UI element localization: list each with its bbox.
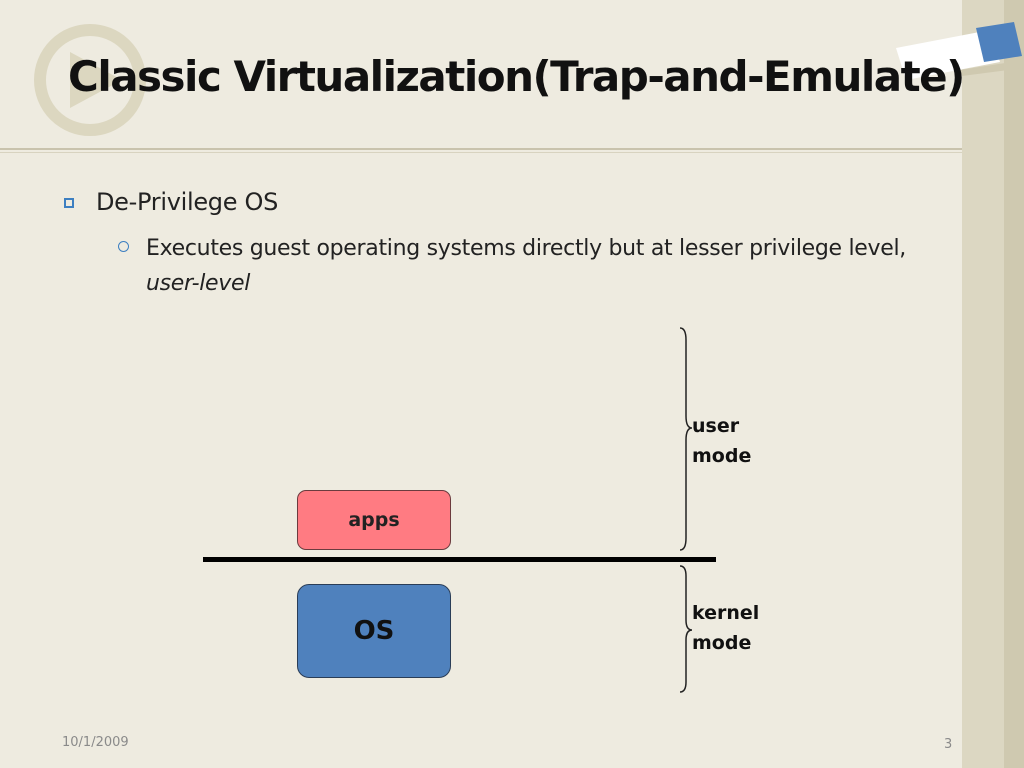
mode-braces <box>679 327 693 693</box>
privilege-boundary-line <box>203 557 716 562</box>
sub-bullet-text-prefix: Executes guest operating systems directl… <box>146 236 906 261</box>
sub-bullet-item: Executes guest operating systems directl… <box>118 231 918 301</box>
sub-bullet-text-emphasis: user-level <box>146 271 251 296</box>
kernel-mode-brace-icon <box>679 565 693 693</box>
kernel-mode-label: kernel mode <box>692 602 760 654</box>
user-mode-brace-icon <box>679 327 693 551</box>
footer-page-number: 3 <box>944 737 953 752</box>
footer-date: 10/1/2009 <box>62 735 129 750</box>
right-decorative-strip-inner <box>1004 0 1024 768</box>
title-divider-secondary <box>0 152 962 153</box>
apps-label: apps <box>348 509 400 531</box>
slide-title: Classic Virtualization(Trap-and-Emulate) <box>68 52 965 101</box>
corner-tab-icon <box>896 22 1024 80</box>
play-circle-watermark-icon <box>34 24 146 136</box>
os-box: OS <box>297 584 451 678</box>
user-mode-label: user mode <box>692 415 752 467</box>
apps-box: apps <box>297 490 451 550</box>
decorations <box>34 22 1024 136</box>
square-bullet-icon <box>64 198 74 208</box>
bullet-item: De-Privilege OS <box>64 188 278 216</box>
bullet-text: De-Privilege OS <box>96 188 279 216</box>
os-label: OS <box>353 616 395 646</box>
circle-bullet-icon <box>118 241 129 252</box>
title-divider <box>0 148 962 150</box>
sub-bullet-text: Executes guest operating systems directl… <box>146 231 918 301</box>
